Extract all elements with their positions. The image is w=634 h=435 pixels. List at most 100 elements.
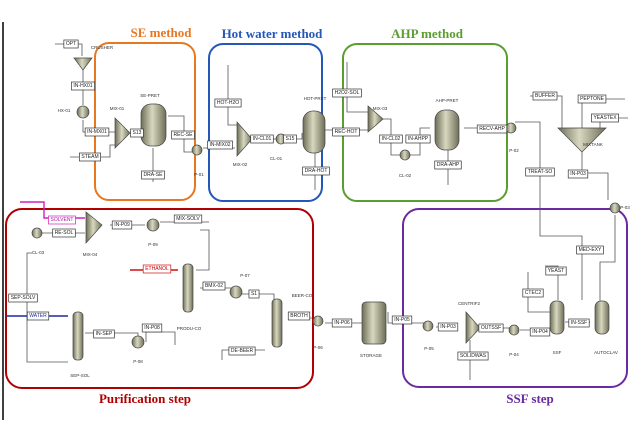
p-08[interactable] <box>131 335 145 349</box>
stream-label[interactable]: S13 <box>130 128 144 138</box>
stream-label[interactable]: BROTH <box>287 311 311 321</box>
svg-text:IN-SSF: IN-SSF <box>571 320 587 326</box>
unit-label: SSF <box>553 350 562 355</box>
stream-label[interactable]: S15 <box>283 134 297 144</box>
p-05[interactable] <box>422 320 434 332</box>
stream-label[interactable]: PEPTONE <box>577 94 607 104</box>
mixtank[interactable] <box>557 127 607 153</box>
stream-label[interactable]: REC-SE <box>171 130 195 140</box>
stream-label[interactable]: IN-P04 <box>529 327 551 337</box>
svg-text:OPT: OPT <box>66 41 76 47</box>
storage[interactable] <box>361 301 387 345</box>
p-07[interactable] <box>229 285 243 299</box>
ssf-frame <box>402 208 628 388</box>
se-pret[interactable] <box>140 103 167 147</box>
stream-label[interactable]: TREAT-SO <box>525 167 555 177</box>
stream-label-ethanol[interactable]: ETHANOL <box>142 264 172 274</box>
stream-label[interactable]: IN-SEP <box>93 329 115 339</box>
centrif2[interactable] <box>465 311 481 344</box>
stream-label[interactable]: DRA-AHP <box>434 160 462 170</box>
svg-text:DRA-HOT: DRA-HOT <box>305 168 328 174</box>
mix-01[interactable] <box>114 117 131 149</box>
stream-label[interactable]: IN-MX01 <box>84 127 110 137</box>
stream-label[interactable]: SEP-SOLV <box>8 293 38 303</box>
stream-label[interactable]: CTEC2 <box>522 288 544 298</box>
autoclav[interactable] <box>594 300 610 335</box>
stream-label[interactable]: IN-CL01 <box>250 134 274 144</box>
stream-label[interactable]: RE-SOL <box>52 228 76 238</box>
stream-label[interactable]: BMX-02 <box>202 281 226 291</box>
stream-label[interactable]: IN-P03 <box>437 322 459 332</box>
svg-text:STEAM: STEAM <box>81 154 98 160</box>
p-09[interactable] <box>146 218 160 232</box>
svg-text:MED-EXY: MED-EXY <box>579 247 602 253</box>
stream-label[interactable]: IN-AHPP <box>405 134 431 144</box>
sep-sol[interactable] <box>72 311 84 361</box>
cl-03[interactable] <box>31 227 43 239</box>
svg-text:IN-P09: IN-P09 <box>114 222 130 228</box>
stream-label[interactable]: DRA-HOT <box>302 166 330 176</box>
stream-label[interactable]: IN-SSF <box>568 318 590 328</box>
unit-label: SEP-SOL <box>70 373 90 378</box>
stream-label[interactable]: DRA-SE <box>141 170 165 180</box>
svg-text:HOT-H2O: HOT-H2O <box>217 100 239 106</box>
ahp-pret[interactable] <box>434 109 460 151</box>
stream-label-water[interactable]: WATER <box>26 311 50 321</box>
mix-04[interactable] <box>85 211 103 244</box>
stream-label[interactable]: MED-EXY <box>576 245 604 255</box>
stream-label[interactable]: IN-P05 <box>391 315 413 325</box>
stream-label[interactable]: IN-P06 <box>331 318 353 328</box>
stream-label-solvent[interactable]: SOLVENT <box>48 215 76 225</box>
stream-label[interactable]: RECV-AHP <box>476 124 508 134</box>
unit-label: P-07 <box>240 273 250 278</box>
svg-text:IN-HX01: IN-HX01 <box>73 83 92 89</box>
svg-text:S1: S1 <box>251 291 257 297</box>
produ-co[interactable] <box>182 263 194 313</box>
ssf-reactor[interactable] <box>549 300 565 335</box>
stream-label[interactable]: IN-P03 <box>567 169 589 179</box>
stream-label[interactable]: IN-HX01 <box>71 81 95 91</box>
stream-label[interactable]: DE-BEER <box>228 346 256 356</box>
p-03[interactable] <box>609 202 621 214</box>
stream-label[interactable]: IN-CL02 <box>379 134 403 144</box>
svg-text:IN-SEP: IN-SEP <box>96 331 113 337</box>
svg-text:RECV-AHP: RECV-AHP <box>479 126 505 132</box>
stream-label[interactable]: IN-P08 <box>141 323 163 333</box>
stream-label[interactable]: IN-MIX02 <box>207 140 233 150</box>
hot-pret[interactable] <box>302 110 326 154</box>
mix-02[interactable] <box>236 121 253 157</box>
stream-label[interactable]: YEASTEX <box>591 113 619 123</box>
svg-text:RE-SOL: RE-SOL <box>55 230 74 236</box>
p-02[interactable] <box>505 122 517 134</box>
stream-label[interactable]: H2O2-SOL <box>332 88 362 98</box>
stream-label[interactable]: HOT-H2O <box>214 98 242 108</box>
p-04[interactable] <box>508 324 520 336</box>
crusher[interactable] <box>73 57 93 71</box>
stream-label[interactable]: OPT <box>63 39 79 49</box>
stream-label[interactable]: REC-HOT <box>332 127 360 137</box>
svg-text:DRA-SE: DRA-SE <box>144 172 164 178</box>
stream-label[interactable]: STEAM <box>79 152 101 162</box>
stream-label[interactable]: SOLIDWAS <box>457 351 489 361</box>
stream-label[interactable]: OUTSSF <box>478 323 504 333</box>
beer-co[interactable] <box>271 298 283 348</box>
stream-label[interactable]: S1 <box>248 289 260 299</box>
svg-text:IN-P03: IN-P03 <box>440 324 456 330</box>
p-06[interactable] <box>312 315 324 327</box>
stream-label[interactable]: BUFFER <box>532 91 558 101</box>
svg-text:IN-AHPP: IN-AHPP <box>408 136 429 142</box>
purification-frame <box>5 208 314 389</box>
p-01[interactable] <box>191 144 203 156</box>
unit-label: P-02 <box>509 148 519 153</box>
svg-text:CTEC2: CTEC2 <box>525 290 542 296</box>
stream-label[interactable]: YEAST <box>545 266 567 276</box>
cl-02[interactable] <box>399 149 411 161</box>
hx-01[interactable] <box>76 105 90 119</box>
unit-label: MIX-03 <box>373 106 388 111</box>
mix-03[interactable] <box>367 105 384 133</box>
stream-label[interactable]: MIX-SOLV <box>173 214 203 224</box>
stream-label[interactable]: IN-P09 <box>111 220 133 230</box>
unit-label: HOT-PRET <box>304 96 327 101</box>
unit-label: CL-03 <box>32 250 45 255</box>
